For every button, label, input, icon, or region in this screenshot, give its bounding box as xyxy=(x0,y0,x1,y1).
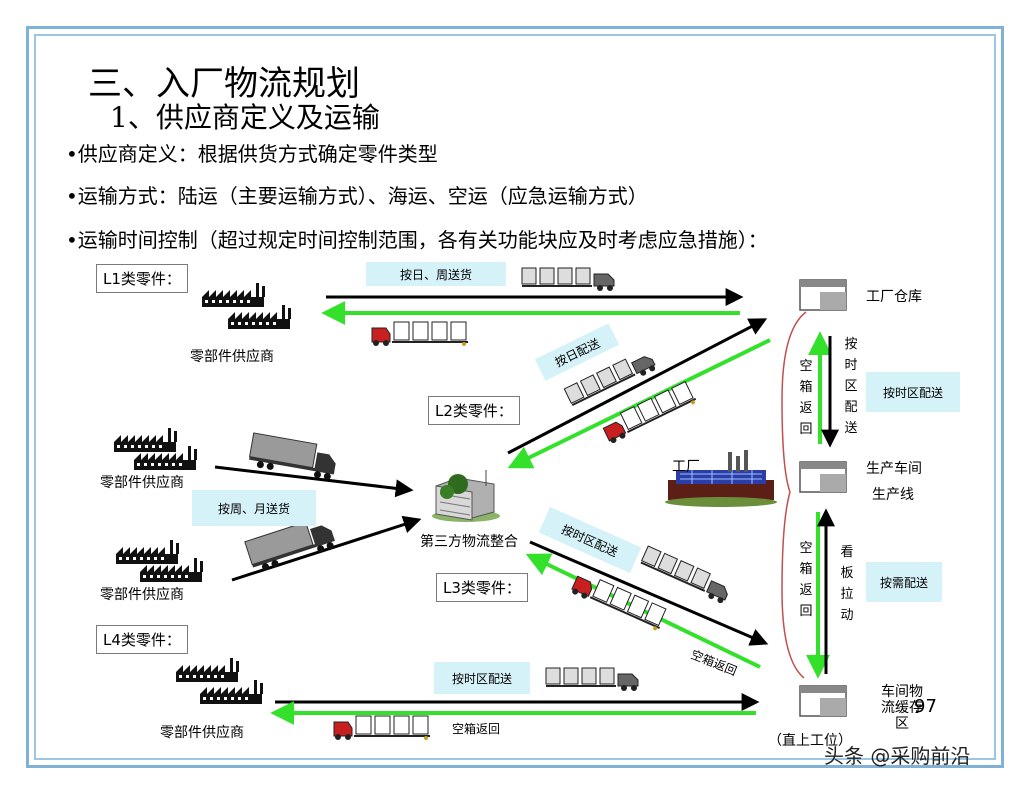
supplier-label: 零部件供应商 xyxy=(160,725,244,741)
watermark: 头条 @采购前沿 xyxy=(824,744,971,768)
logistics-hub-icon xyxy=(432,470,500,522)
delivery-timed-label: 按时区配送 xyxy=(866,372,960,412)
empty-cart-icon xyxy=(371,321,469,347)
vertical-kanban-label: 看板拉动 xyxy=(840,545,854,623)
buffer-building-icon xyxy=(799,685,847,717)
slide-outer-frame xyxy=(26,26,1004,768)
vertical-empty-return-label: 空箱返回 xyxy=(799,359,813,437)
category-l2-box: L2类零件： xyxy=(428,396,520,425)
supplier-label: 零部件供应商 xyxy=(190,349,274,365)
page-number: 97 xyxy=(914,696,937,717)
supplier-label: 零部件供应商 xyxy=(100,587,184,603)
factory-label: 工厂 xyxy=(672,459,700,475)
loaded-tractor-icon xyxy=(521,267,615,292)
warehouse-label: 工厂仓库 xyxy=(866,289,922,305)
direct-to-station-label: （直上工位） xyxy=(768,733,852,749)
supplier-factory-icon xyxy=(116,540,203,582)
workshop-building-icon xyxy=(799,461,847,493)
delivery-daily-weekly-label: 按日、周送货 xyxy=(366,262,506,286)
buffer-area-label: 车间物流缓存区 xyxy=(881,684,923,732)
category-l3-box: L3类零件： xyxy=(436,573,528,602)
loaded-tractor-icon xyxy=(545,667,639,692)
empty-cart-icon xyxy=(333,715,431,741)
empty-cart-icon xyxy=(599,379,699,446)
supplier-label: 零部件供应商 xyxy=(100,475,184,491)
vertical-timed-delivery-label: 按时区配送 xyxy=(844,337,858,436)
production-line-label: 生产线 xyxy=(872,487,914,503)
warehouse-building-icon xyxy=(799,279,847,311)
page-subtitle: 1、供应商定义及运输 xyxy=(110,101,380,134)
slide-inner-frame xyxy=(34,34,996,760)
vertical-empty-return-label: 空箱返回 xyxy=(799,541,813,619)
category-l4-box: L4类零件： xyxy=(96,625,188,654)
delivery-on-demand-label: 按需配送 xyxy=(866,562,942,602)
delivery-weekly-monthly-label: 按周、月送货 xyxy=(192,490,316,526)
bullet-transport-mode: •运输方式：陆运（主要运输方式）、海运、空运（应急运输方式） xyxy=(66,184,648,208)
supplier-factory-icon xyxy=(114,428,197,470)
delivery-timed-label: 按时区配送 xyxy=(434,662,530,694)
category-l1-box: L1类零件： xyxy=(96,264,188,293)
supplier-factory-icon xyxy=(202,283,291,329)
empty-return-label: 空箱返回 xyxy=(452,722,501,736)
bullet-supplier-definition: •供应商定义：根据供货方式确定零件类型 xyxy=(66,142,438,166)
page-title: 三、入厂物流规划 xyxy=(88,64,360,104)
supplier-factory-icon xyxy=(176,658,263,704)
logistics-hub-label: 第三方物流整合 xyxy=(420,534,518,550)
workshop-label: 生产车间 xyxy=(866,461,922,477)
bullet-time-control: •运输时间控制（超过规定时间控制范围，各有关功能块应及时考虑应急措施）： xyxy=(66,228,768,252)
main-factory-icon xyxy=(665,450,777,507)
